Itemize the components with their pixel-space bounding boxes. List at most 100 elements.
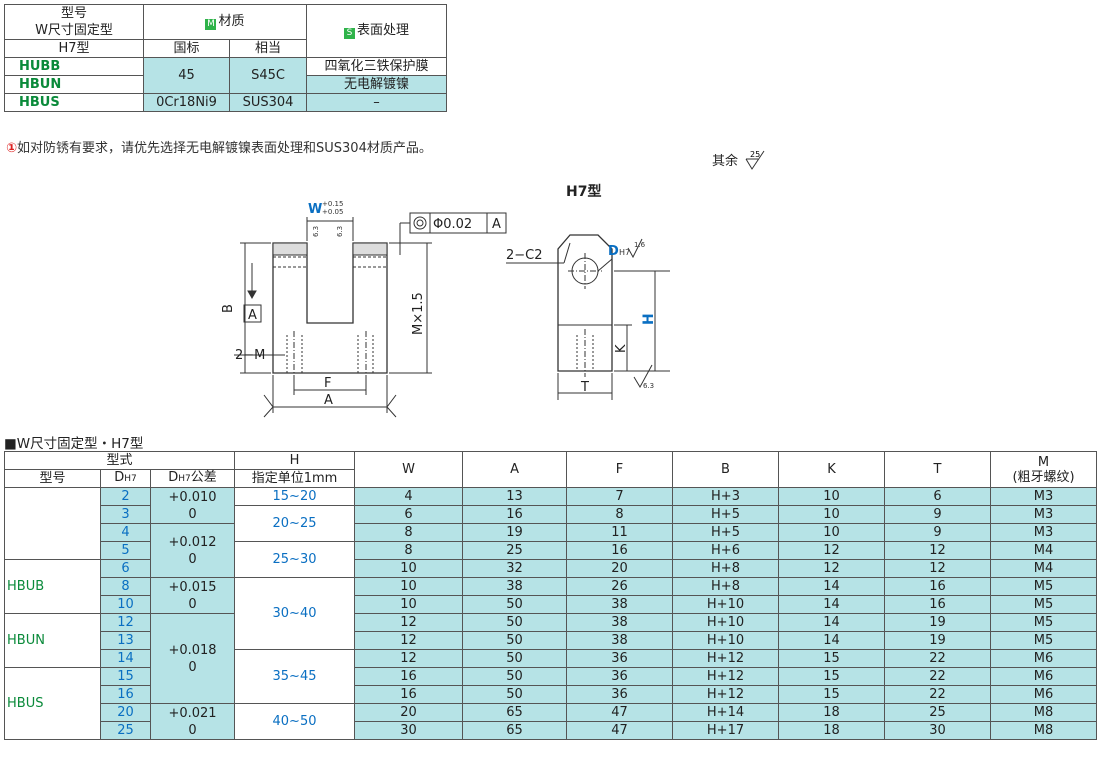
h-dim-label: H: [641, 313, 657, 325]
m-cell: M5: [990, 631, 1098, 650]
d-dim-label: D: [608, 244, 619, 259]
f-cell: 38: [566, 631, 674, 650]
m-cell: M5: [990, 613, 1098, 632]
m-cell: M6: [990, 685, 1098, 704]
h-range-cell: 30~40: [234, 577, 356, 650]
f-cell: 20: [566, 559, 674, 578]
roughness-symbol-icon: 25: [745, 150, 765, 170]
f-cell: 8: [566, 505, 674, 524]
model-cell: HBUN: [4, 75, 144, 94]
k-cell: 14: [778, 577, 886, 596]
f-cell: 36: [566, 685, 674, 704]
k-cell: 10: [778, 487, 886, 506]
h-range-cell: 35~45: [234, 649, 356, 704]
d-cell: 13: [100, 631, 151, 650]
w-tol-lower: +0.05: [322, 208, 343, 216]
w-cell: 10: [354, 577, 464, 596]
roughness-rest-value: 25: [750, 150, 760, 159]
roughness-value: 6.3: [336, 226, 344, 237]
datum-a-label: A: [248, 308, 257, 323]
d-cell: 15: [100, 667, 151, 686]
f-cell: 26: [566, 577, 674, 596]
dtol-header-sub: H7: [178, 474, 191, 484]
f-cell: 36: [566, 667, 674, 686]
t-cell: 22: [884, 667, 992, 686]
t-cell: 25: [884, 703, 992, 722]
model-cell: HBUB: [4, 559, 101, 614]
b-cell: H+10: [672, 613, 780, 632]
k-cell: 18: [778, 703, 886, 722]
t-cell: 12: [884, 559, 992, 578]
roughness-rest-label: 其余: [712, 154, 739, 169]
technical-drawing: W +0.15 +0.05 6.3 6.3 Φ0.02 A B A 2−M M×…: [221, 200, 670, 418]
a-cell: 16: [462, 505, 568, 524]
d-cell: 2: [100, 487, 151, 506]
f-cell: 16: [566, 541, 674, 560]
tolerance-lower: 0: [188, 722, 197, 738]
w-header: W: [354, 451, 464, 488]
roughness-value: 6.3: [643, 382, 654, 390]
w-cell: 8: [354, 541, 464, 560]
d-cell: 5: [100, 541, 151, 560]
a-cell: 50: [462, 631, 568, 650]
d-header-sub: H7: [124, 474, 137, 484]
f-cell: 7: [566, 487, 674, 506]
b-cell: H+5: [672, 505, 780, 524]
surface-cell: –: [306, 93, 447, 112]
tolerance-upper: +0.015: [168, 579, 217, 595]
b-header: B: [672, 451, 780, 488]
roughness-value: 1.6: [634, 241, 646, 249]
tolerance-lower: 0: [188, 506, 197, 522]
k-cell: 15: [778, 649, 886, 668]
h-range-cell: 25~30: [234, 541, 356, 578]
m-header-sub: (粗牙螺纹): [1012, 469, 1075, 485]
a-cell: 50: [462, 595, 568, 614]
m-cell: M5: [990, 577, 1098, 596]
t-cell: 16: [884, 577, 992, 596]
f-cell: 47: [566, 721, 674, 740]
b-cell: H+8: [672, 577, 780, 596]
a-cell: 50: [462, 685, 568, 704]
dtol-header-suffix: 公差: [190, 470, 217, 485]
w-cell: 4: [354, 487, 464, 506]
rust-note-text: 如对防锈有要求，请优先选择无电解镀镍表面处理和SUS304材质产品。: [17, 141, 432, 156]
roughness-rest: 其余 25: [712, 149, 768, 171]
m-cell: M5: [990, 595, 1098, 614]
m-cell: M6: [990, 667, 1098, 686]
surface-header-label: 表面处理: [356, 23, 409, 38]
f-dim-label: F: [324, 376, 331, 391]
dtol-header-label: D: [168, 470, 179, 485]
t-cell: 12: [884, 541, 992, 560]
k-cell: 14: [778, 631, 886, 650]
a-cell: 32: [462, 559, 568, 578]
t-cell: 30: [884, 721, 992, 740]
surface-cell: 无电解镀镍: [306, 75, 447, 94]
dtol-header: DH7公差: [149, 469, 236, 488]
w-cell: 12: [354, 613, 464, 632]
b-cell: H+12: [672, 685, 780, 704]
w-cell: 16: [354, 667, 464, 686]
m-header: M(粗牙螺纹): [990, 451, 1098, 488]
t-cell: 19: [884, 631, 992, 650]
h7-drawing-title: H7型: [566, 184, 602, 200]
k-cell: 15: [778, 667, 886, 686]
a-cell: 19: [462, 523, 568, 542]
tolerance-lower: 0: [188, 596, 197, 612]
k-cell: 10: [778, 523, 886, 542]
a-cell: 50: [462, 649, 568, 668]
dimension-table: 型式 H W A F B K T M(粗牙螺纹) 型号 DH7 DH7公差 指定…: [3, 451, 1098, 740]
a-cell: 13: [462, 487, 568, 506]
b-cell: H+12: [672, 649, 780, 668]
equiv-cell: S45C: [229, 57, 307, 94]
f-cell: 38: [566, 595, 674, 614]
f-header: F: [566, 451, 674, 488]
t-cell: 19: [884, 613, 992, 632]
b-cell: H+6: [672, 541, 780, 560]
